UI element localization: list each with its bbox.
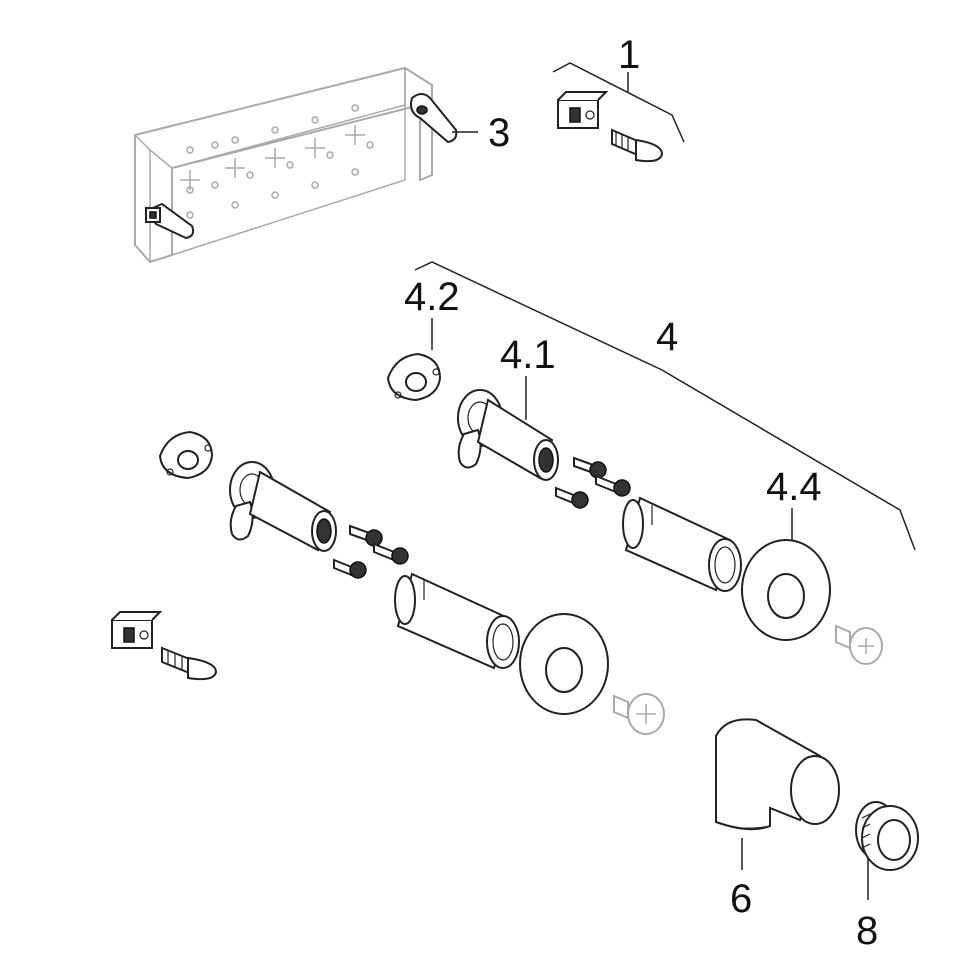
- rosette-b: [519, 613, 609, 715]
- label-4-2: 4.2: [404, 275, 460, 319]
- elbow-connector-b: [229, 461, 337, 552]
- label-1: 1: [618, 33, 640, 77]
- label-4: 4: [656, 315, 678, 359]
- label-4-1: 4.1: [500, 333, 556, 377]
- wall-plate-4-2: [386, 352, 442, 402]
- plug-grey-a: [835, 624, 883, 665]
- clip-bracket-top: [557, 91, 609, 129]
- label-6: 6: [730, 877, 752, 921]
- elbow-fitting-6: [715, 718, 840, 870]
- screws-set-a: [555, 456, 631, 509]
- clip-bracket-left: [111, 611, 163, 649]
- frame-holes: [180, 104, 374, 219]
- threaded-nipple-8: [855, 801, 919, 900]
- label-3: 3: [488, 111, 510, 155]
- bracket-group-4: [414, 261, 916, 551]
- rosette-4-4: [741, 539, 831, 641]
- frame-clip-left: [145, 202, 195, 240]
- sleeve-b: [394, 572, 520, 670]
- sleeve-a: [622, 496, 742, 592]
- clip-set-left: [111, 611, 218, 681]
- wall-plate-b: [158, 430, 214, 480]
- plug-grey-b: [613, 693, 665, 735]
- part-1-clip-set: [552, 62, 685, 163]
- bolt-top: [611, 128, 664, 163]
- screws-set-b: [333, 524, 409, 579]
- elbow-connector-4-1: [457, 389, 559, 481]
- mounting-frame: [134, 66, 458, 264]
- label-8: 8: [856, 909, 878, 953]
- frame-clip-right-3: [410, 93, 458, 144]
- bolt-left: [161, 646, 218, 681]
- label-4-4: 4.4: [766, 465, 822, 509]
